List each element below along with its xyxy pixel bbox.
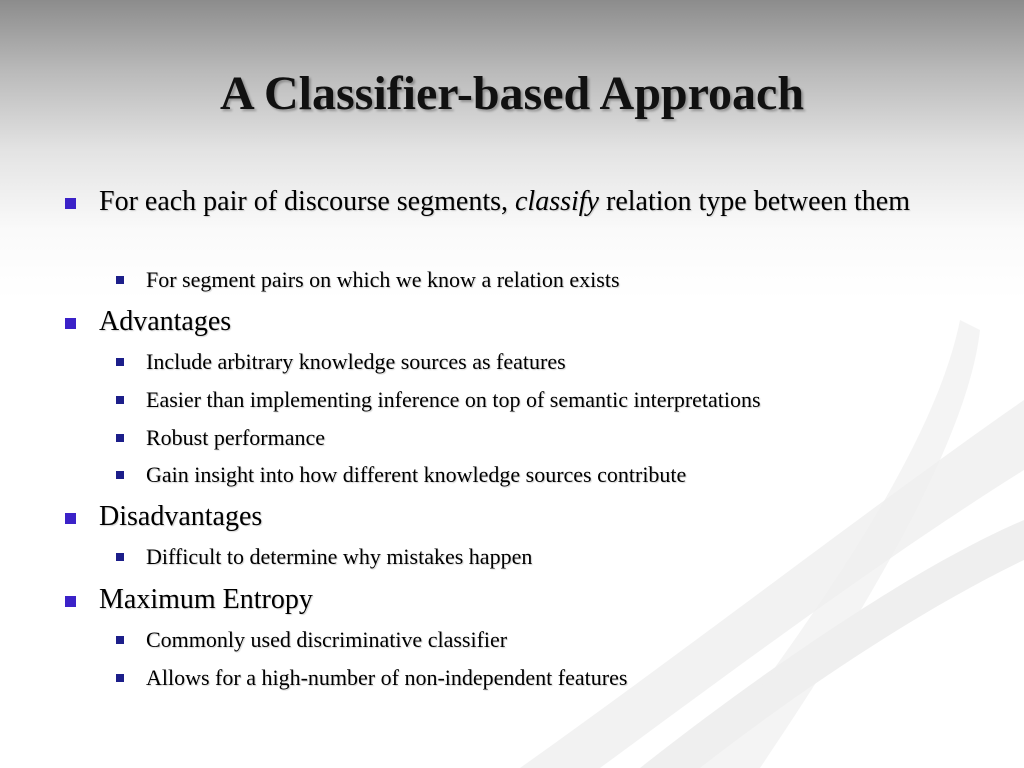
bullet-2-sub-1: Include arbitrary knowledge sources as f… (146, 349, 566, 374)
slide-title: A Classifier-based Approach (219, 67, 805, 120)
bullet-3-sub-1: Difficult to determine why mistakes happ… (146, 544, 533, 569)
small-square-bullet-icon (116, 471, 124, 479)
bullet-4-sub-1: Commonly used discriminative classifier (146, 627, 508, 652)
square-bullet-icon (65, 198, 76, 209)
bullet-4-sub-2: Allows for a high-number of non-independ… (146, 665, 628, 690)
small-square-bullet-icon (116, 636, 124, 644)
small-square-bullet-icon (116, 358, 124, 366)
small-square-bullet-icon (116, 674, 124, 682)
bullet-2-sub-2: Easier than implementing inference on to… (146, 387, 761, 412)
bullet-4-text: Maximum Entropy (99, 584, 313, 615)
square-bullet-icon (65, 513, 76, 524)
small-square-bullet-icon (116, 396, 124, 404)
small-square-bullet-icon (116, 553, 124, 561)
square-bullet-icon (65, 596, 76, 607)
small-square-bullet-icon (116, 434, 124, 442)
bullet-2-text: Advantages (99, 306, 232, 337)
emphasis-classify: classify (515, 186, 599, 217)
square-bullet-icon (65, 318, 76, 329)
bullet-2-sub-3: Robust performance (146, 425, 325, 450)
bullet-3-text: Disadvantages (99, 501, 263, 532)
bullet-2-sub-4: Gain insight into how different knowledg… (146, 462, 687, 487)
bullet-1-sub-1: For segment pairs on which we know a rel… (146, 267, 620, 292)
bullet-1-text: For each pair of discourse segments, cla… (99, 186, 910, 217)
small-square-bullet-icon (116, 276, 124, 284)
